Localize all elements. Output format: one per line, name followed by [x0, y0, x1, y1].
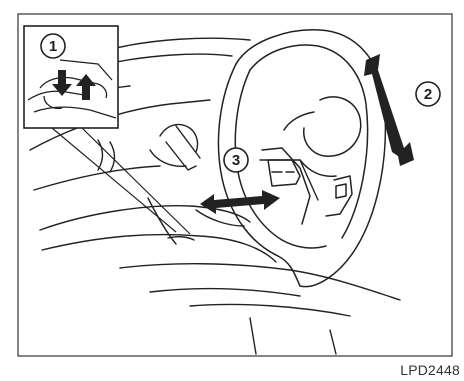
svg-text:2: 2	[424, 86, 432, 103]
tilt-arrow-icon	[364, 54, 414, 166]
callout-2: 2	[416, 82, 440, 106]
figure-code-label: LPD2448	[400, 362, 460, 378]
lever-detail-inset	[24, 26, 118, 128]
svg-text:1: 1	[49, 38, 57, 55]
inset-leader-lines	[52, 128, 190, 234]
callout-1: 1	[41, 34, 65, 58]
svg-text:3: 3	[232, 152, 240, 169]
telescopic-arrow-icon	[200, 190, 280, 214]
callout-3: 3	[224, 148, 248, 172]
